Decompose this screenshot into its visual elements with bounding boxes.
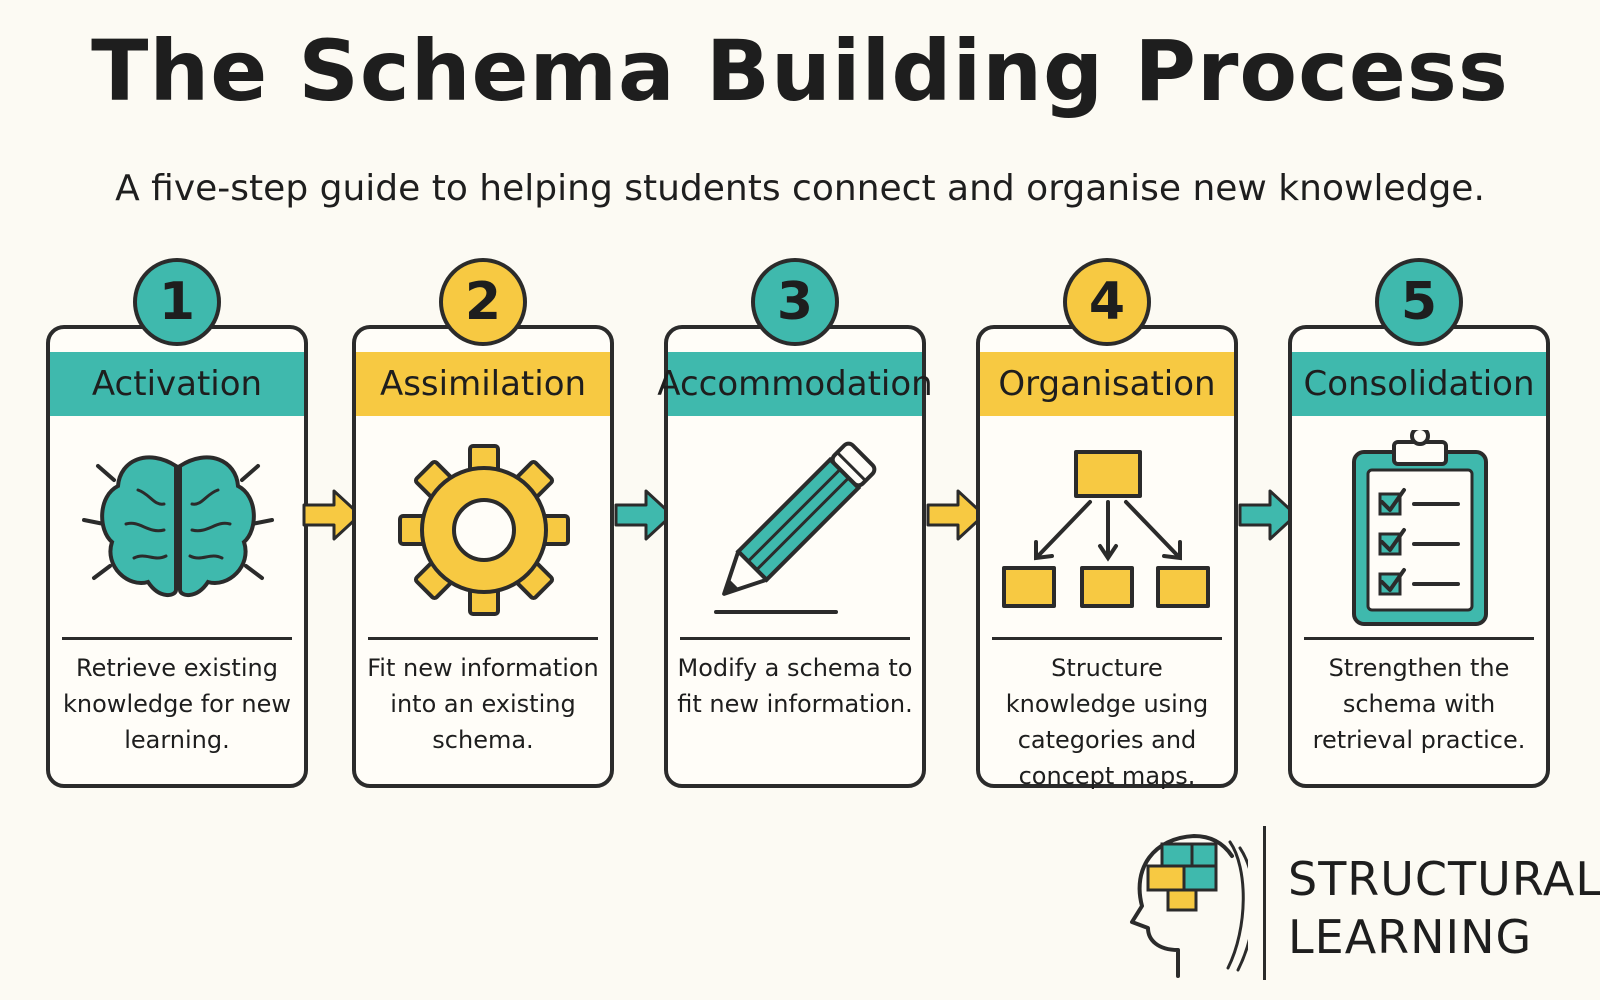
- pencil-icon: [714, 441, 877, 614]
- brand-name: STRUCTURAL LEARNING: [1288, 852, 1600, 964]
- step-description: Fit new information into an existing sch…: [367, 654, 599, 754]
- divider: [992, 637, 1222, 640]
- step-label: Activation: [50, 352, 304, 416]
- divider: [680, 637, 910, 640]
- head-puzzle-logo-icon: [1130, 834, 1248, 978]
- arrow-right-icon: [614, 489, 674, 541]
- page-subtitle: A five-step guide to helping students co…: [115, 168, 1485, 209]
- step-number-badge: 2: [439, 258, 527, 346]
- step-label: Consolidation: [1292, 352, 1546, 416]
- arrow-right-icon: [1238, 489, 1298, 541]
- step-label: Accommodation: [657, 352, 933, 416]
- page-title: The Schema Building Process: [91, 22, 1509, 120]
- arrow-right-icon: [302, 489, 362, 541]
- step-description: Retrieve existing knowledge for new lear…: [63, 654, 291, 754]
- step-card-activation: 1 Activation Retrieve existing knowledge…: [46, 250, 308, 800]
- arrow-right-icon: [926, 489, 986, 541]
- step-description: Structure knowledge using categories and…: [1005, 654, 1209, 790]
- hierarchy-icon: [1002, 450, 1210, 608]
- step-label: Organisation: [980, 352, 1234, 416]
- step-description: Strengthen the schema with retrieval pra…: [1312, 654, 1526, 754]
- step-card-organisation: 4 Organisation Structure knowledge using…: [976, 250, 1238, 800]
- step-number-badge: 1: [133, 258, 221, 346]
- step-number-badge: 5: [1375, 258, 1463, 346]
- gear-icon: [398, 444, 570, 616]
- divider: [368, 637, 598, 640]
- step-description: Modify a schema to fit new information.: [677, 654, 913, 718]
- step-card-consolidation: 5 Consolidation Strengthen the schema wi…: [1288, 250, 1550, 800]
- divider: [62, 637, 292, 640]
- step-label: Assimilation: [356, 352, 610, 416]
- divider: [1304, 637, 1534, 640]
- brain-icon: [82, 455, 274, 597]
- logo-divider: [1263, 826, 1266, 980]
- step-number-badge: 3: [751, 258, 839, 346]
- step-card-assimilation: 2 Assimilation Fit new information into …: [352, 250, 614, 800]
- step-card-accommodation: 3 Accommodation Modify a schema to fit n…: [657, 250, 933, 800]
- step-number-badge: 4: [1063, 258, 1151, 346]
- clipboard-checklist-icon: [1352, 430, 1488, 626]
